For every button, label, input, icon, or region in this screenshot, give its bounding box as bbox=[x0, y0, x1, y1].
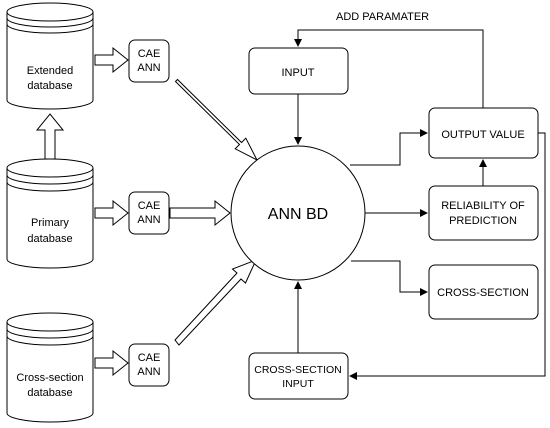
extended-database-line2: database bbox=[27, 80, 72, 92]
cae-ann-box-middle: CAE ANN bbox=[128, 191, 170, 235]
cross-section-block: CROSS-SECTION bbox=[428, 264, 539, 320]
cae-ann-box-top: CAE ANN bbox=[128, 39, 170, 83]
cae-ann-top-line1: CAE bbox=[138, 48, 161, 60]
primary-to-extended-arrow bbox=[35, 113, 65, 160]
reliability-line2: PREDICTION bbox=[449, 215, 517, 227]
extended-database-line1: Extended bbox=[27, 65, 73, 77]
cae-bottom-to-annbd-arrow bbox=[174, 259, 257, 346]
ann-bd-label: ANN BD bbox=[268, 206, 328, 223]
reliability-block: RELIABILITY OF PREDICTION bbox=[428, 185, 539, 241]
cae-ann-box-bottom: CAE ANN bbox=[128, 343, 170, 387]
cae-ann-bottom-line2: ANN bbox=[137, 366, 160, 378]
cross-section-database: Cross-section database bbox=[6, 312, 94, 423]
cae-middle-to-annbd-arrow bbox=[169, 199, 231, 227]
annbd-to-cross-section-connector bbox=[351, 260, 428, 296]
cae-ann-top-line2: ANN bbox=[137, 62, 160, 74]
extended-database: Extended database bbox=[6, 2, 94, 110]
output-value-block: OUTPUT VALUE bbox=[428, 107, 539, 159]
extended-to-cae-arrow bbox=[94, 46, 129, 74]
input-label: INPUT bbox=[282, 67, 315, 79]
cross-section-input-line1: CROSS-SECTION bbox=[254, 364, 342, 376]
primary-database: Primary database bbox=[6, 158, 94, 269]
output-value-label: OUTPUT VALUE bbox=[441, 129, 524, 141]
input-block: INPUT bbox=[248, 47, 349, 95]
cross-section-database-line2: database bbox=[27, 387, 72, 399]
cross-section-label: CROSS-SECTION bbox=[437, 287, 529, 299]
primary-to-cae-arrow bbox=[94, 199, 129, 227]
cae-ann-middle-line1: CAE bbox=[138, 200, 161, 212]
add-parameter-label: ADD PARAMATER bbox=[336, 11, 429, 23]
crosssection-to-cae-arrow bbox=[94, 349, 129, 377]
annbd-to-output-connector bbox=[350, 129, 428, 166]
add-parameter-feedback-connector bbox=[294, 29, 484, 108]
cae-ann-middle-line2: ANN bbox=[137, 214, 160, 226]
cross-section-input-block: CROSS-SECTION INPUT bbox=[248, 352, 349, 400]
cae-ann-bottom-line1: CAE bbox=[138, 352, 161, 364]
output-to-csinput-feedback-connector bbox=[349, 132, 546, 380]
primary-database-line2: database bbox=[27, 233, 72, 245]
reliability-line1: RELIABILITY OF bbox=[441, 200, 525, 212]
cae-top-to-annbd-arrow bbox=[174, 78, 259, 162]
cross-section-input-line2: INPUT bbox=[282, 378, 314, 390]
cross-section-database-line1: Cross-section bbox=[16, 372, 83, 384]
primary-database-line1: Primary bbox=[31, 217, 69, 229]
ann-bd-node: ANN BD bbox=[230, 145, 366, 281]
